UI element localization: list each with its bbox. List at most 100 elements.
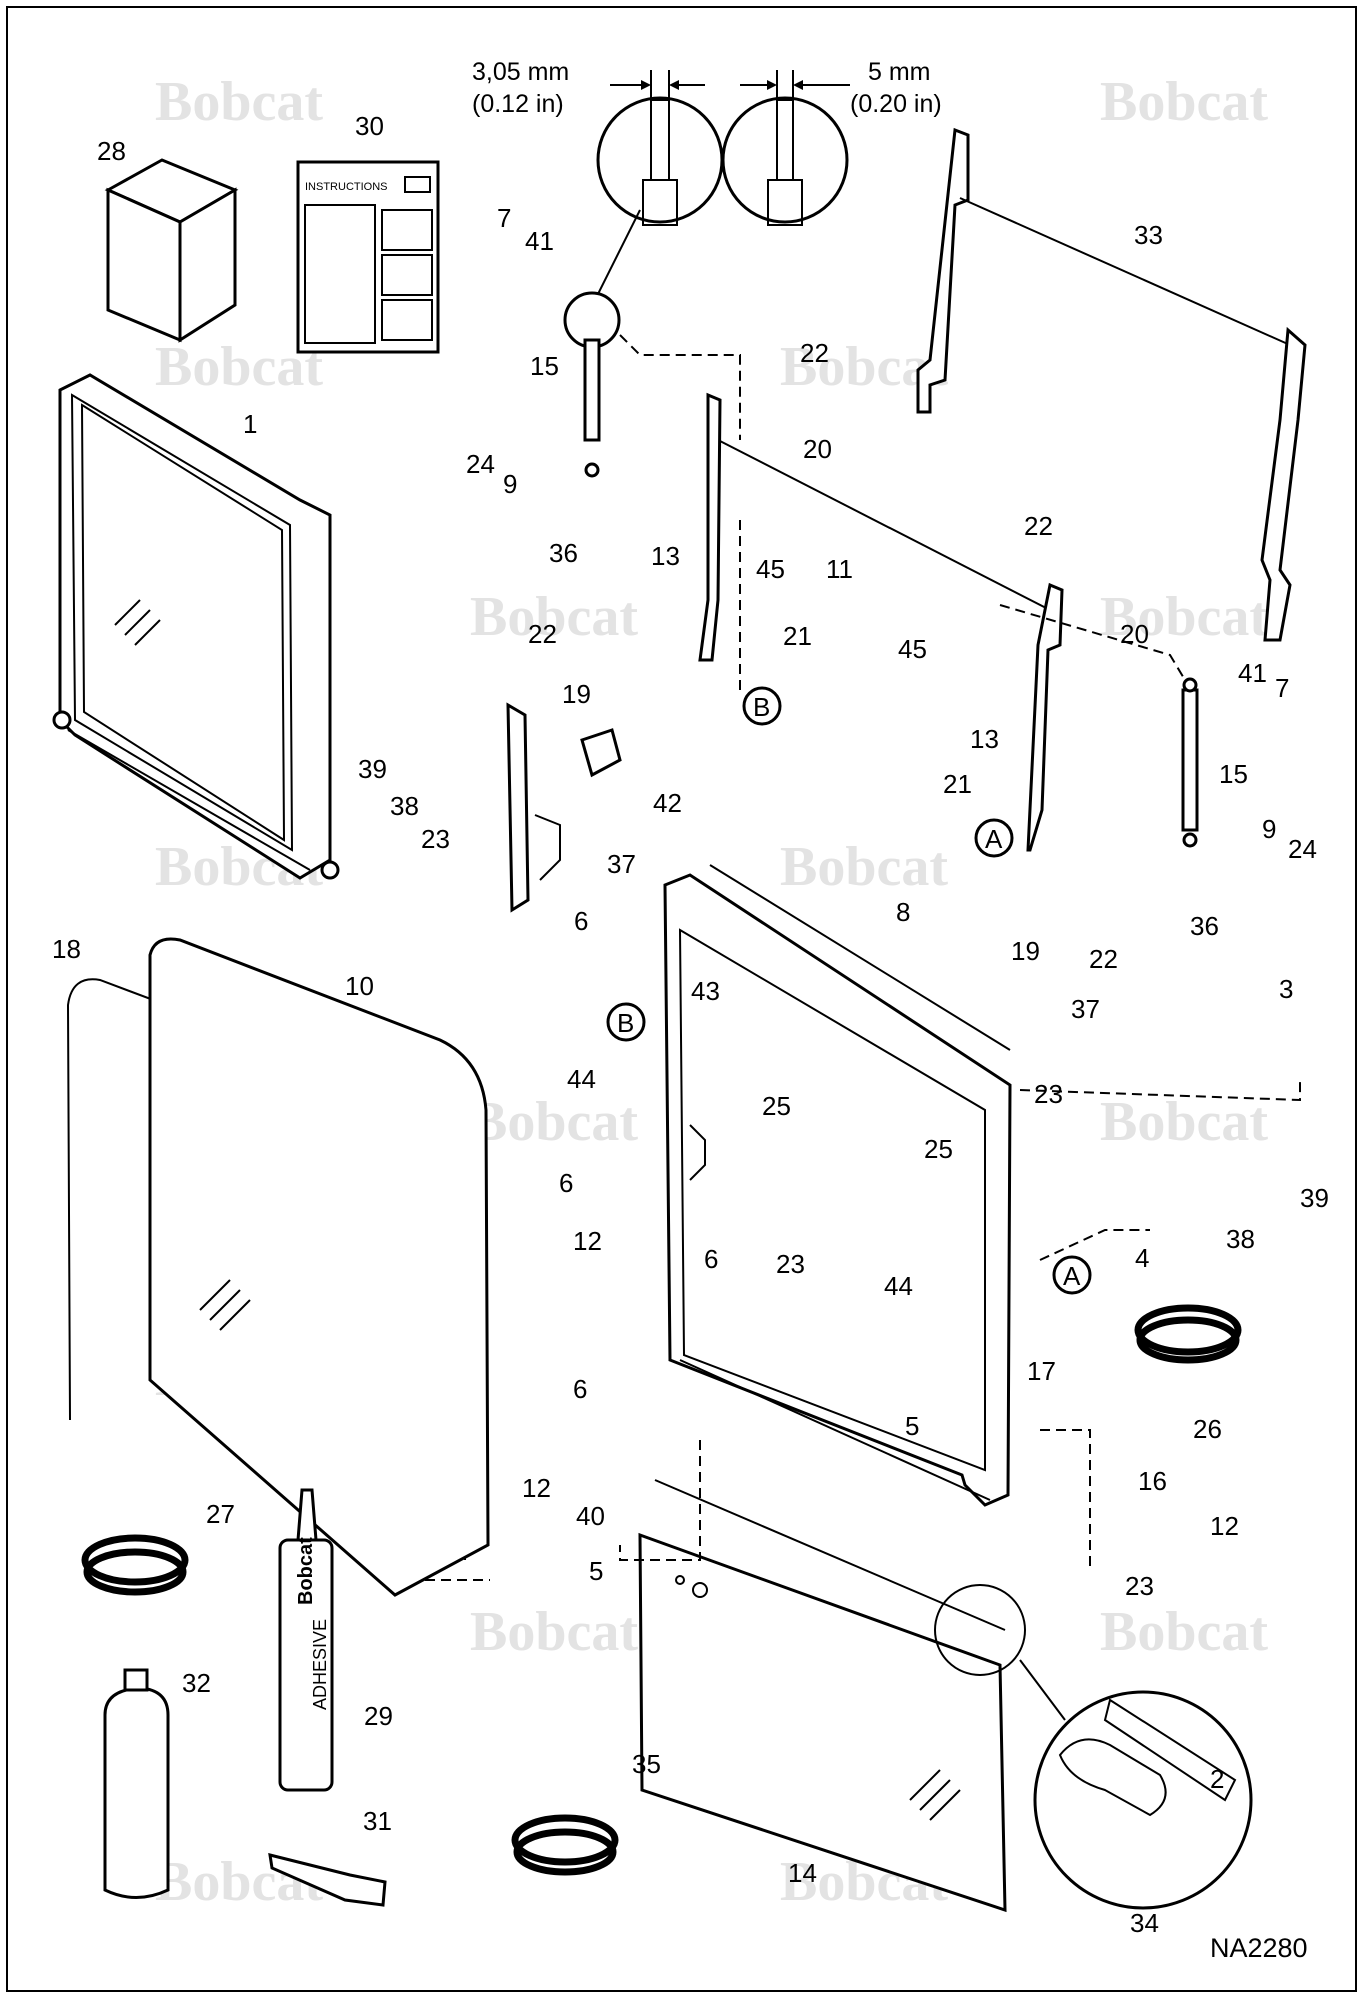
part-label: 40 <box>576 1501 605 1531</box>
part-label: 21 <box>943 769 972 799</box>
part-label: 22 <box>800 338 829 368</box>
part-label: 4 <box>1135 1243 1149 1273</box>
part-label: 5 <box>589 1556 603 1586</box>
part-label: 42 <box>653 788 682 818</box>
callout-a: A <box>985 824 1003 854</box>
part-label: 25 <box>924 1134 953 1164</box>
part-label: 6 <box>574 906 588 936</box>
part-label: 35 <box>632 1749 661 1779</box>
part-label: 20 <box>803 434 832 464</box>
part-11-shaft <box>698 392 1064 852</box>
part-label: 9 <box>1262 814 1276 844</box>
part-labels: 28 30 1 7 41 15 24 9 22 20 13 45 11 36 2… <box>52 111 1329 1938</box>
adhesive-brand: Bobcat <box>295 1537 317 1605</box>
part-label: 10 <box>345 971 374 1001</box>
part-label: 24 <box>1288 834 1317 864</box>
part-label: 19 <box>1011 936 1040 966</box>
part-label: 6 <box>573 1374 587 1404</box>
part-label: 3 <box>1279 974 1293 1004</box>
hose-rolls <box>81 1304 1242 1876</box>
part-label: 23 <box>1034 1079 1063 1109</box>
part-label: 45 <box>898 634 927 664</box>
part-label: 38 <box>1226 1224 1255 1254</box>
watermark: Bobcat <box>470 586 638 648</box>
part-label: 15 <box>1219 759 1248 789</box>
watermark: Bobcat <box>155 1851 323 1913</box>
part-label: 23 <box>421 824 450 854</box>
part-label: 41 <box>525 226 554 256</box>
part-label: 33 <box>1134 220 1163 250</box>
part-label: 31 <box>363 1806 392 1836</box>
part-31-sealant-tube <box>268 1852 387 1907</box>
part-label: 44 <box>884 1271 913 1301</box>
dimension-left-metric: 3,05 mm <box>472 58 569 86</box>
part-15-gas-spring-right <box>1181 677 1199 848</box>
adhesive-text: ADHESIVE <box>310 1619 330 1710</box>
part-14-lower-glass <box>638 1479 1026 1913</box>
part-label: 20 <box>1120 619 1149 649</box>
part-label: 7 <box>1275 673 1289 703</box>
assembly-lines <box>425 334 1301 1581</box>
part-label: 8 <box>896 897 910 927</box>
part-label: 27 <box>206 1499 235 1529</box>
part-label: 19 <box>562 679 591 709</box>
watermark: Bobcat <box>1100 1601 1268 1663</box>
part-label: 23 <box>1125 1571 1154 1601</box>
dimension-right-imperial: (0.20 in) <box>850 90 942 118</box>
part-label: 22 <box>528 619 557 649</box>
part-label: 41 <box>1238 658 1267 688</box>
watermark: Bobcat <box>1100 71 1268 133</box>
part-label: 15 <box>530 351 559 381</box>
watermark: Bobcat <box>155 71 323 133</box>
part-label: 32 <box>182 1668 211 1698</box>
part-29-adhesive-cartridge: Bobcat ADHESIVE <box>278 1488 334 1792</box>
part-1-front-door-assembly <box>52 373 340 880</box>
part-17-door-frame <box>663 864 1012 1507</box>
watermark: Bobcat <box>155 336 323 398</box>
gas-spring-detail-right: 5 mm (0.20 in) <box>721 58 942 226</box>
part-label: 21 <box>783 621 812 651</box>
part-label: 2 <box>1210 1764 1224 1794</box>
callout-markers: B A B A <box>606 686 1092 1295</box>
part-15-gas-spring-left <box>563 291 621 478</box>
callout-b: B <box>753 692 770 722</box>
part-label: 11 <box>826 554 853 584</box>
part-label: 44 <box>567 1064 596 1094</box>
part-37-handle-left <box>506 702 622 913</box>
part-label: 16 <box>1138 1466 1167 1496</box>
drawing-code: NA2280 <box>1210 1933 1308 1963</box>
part-label: 39 <box>358 754 387 784</box>
part-label: 6 <box>704 1244 718 1274</box>
part-30-instructions-sheet: INSTRUCTIONS <box>296 160 440 354</box>
part-label: 5 <box>905 1411 919 1441</box>
part-label: 24 <box>466 449 495 479</box>
part-10-glass <box>148 937 490 1597</box>
part-label: 14 <box>788 1858 817 1888</box>
part-label: 22 <box>1024 511 1053 541</box>
part-33-hinge-frame <box>916 127 1307 642</box>
part-label: 29 <box>364 1701 393 1731</box>
part-label: 30 <box>355 111 384 141</box>
watermark: Bobcat <box>780 836 948 898</box>
seal-detail-2-34 <box>1019 1659 1253 1910</box>
part-label: 12 <box>522 1473 551 1503</box>
part-label: 28 <box>97 136 126 166</box>
gas-spring-detail-left: 3,05 mm (0.12 in) <box>472 58 724 311</box>
part-label: 26 <box>1193 1414 1222 1444</box>
part-label: 13 <box>970 724 999 754</box>
watermark: Bobcat <box>470 1601 638 1663</box>
part-label: 37 <box>607 849 636 879</box>
callout-a: A <box>1063 1261 1081 1291</box>
part-label: 36 <box>549 538 578 568</box>
part-label: 22 <box>1089 944 1118 974</box>
part-label: 7 <box>497 203 511 233</box>
part-label: 37 <box>1071 994 1100 1024</box>
part-label: 25 <box>762 1091 791 1121</box>
watermark: Bobcat <box>1100 586 1268 648</box>
part-label: 34 <box>1130 1908 1159 1938</box>
part-28-box <box>104 158 239 343</box>
part-label: 6 <box>559 1168 573 1198</box>
part-label: 45 <box>756 554 785 584</box>
part-label: 39 <box>1300 1183 1329 1213</box>
